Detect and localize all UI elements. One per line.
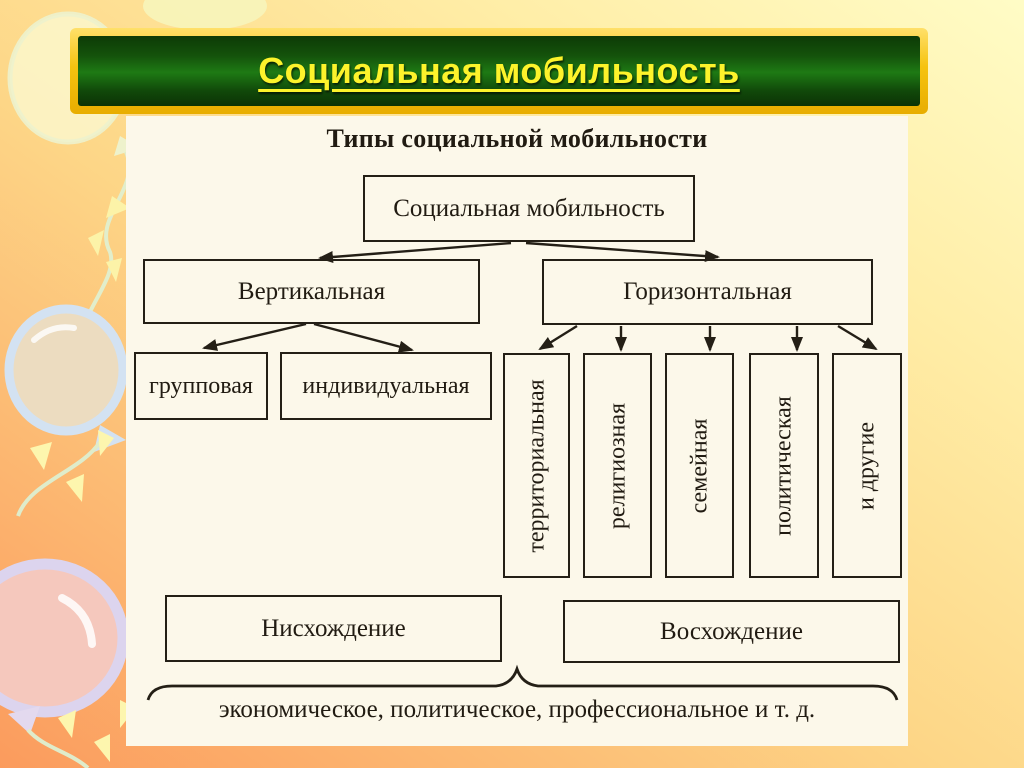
node-territorial-label: территориальная [523, 378, 549, 553]
arrow-horizontal-to-territorial [538, 324, 578, 351]
balloon-icon [0, 558, 129, 768]
node-religious-label: религиозная [604, 402, 630, 529]
node-ascending: Восхождение [563, 600, 900, 663]
curly-brace [146, 664, 899, 701]
arrow-vertical-to-group [202, 322, 307, 351]
node-political: политическая [749, 353, 819, 578]
node-horizontal: Горизонтальная [542, 259, 873, 325]
sparkle-rays-icon [88, 196, 130, 282]
balloon-icon [143, 0, 267, 30]
connector-arrows [146, 241, 899, 701]
sparkle-rays-icon [30, 430, 114, 502]
diagram-paper: Типы социальной мобильности Соци [126, 116, 908, 746]
title-banner-inner: Социальная мобильность [78, 36, 920, 106]
node-vertical: Вертикальная [143, 259, 480, 324]
arrow-horizontal-to-other [837, 324, 878, 351]
diagram-heading: Типы социальной мобильности [326, 124, 708, 153]
node-family-label: семейная [686, 418, 712, 513]
node-other: и другие [832, 353, 902, 578]
node-family: семейная [665, 353, 734, 578]
node-descending: Нисхождение [165, 595, 502, 662]
arrow-root-to-horizontal [525, 241, 720, 263]
node-territorial: территориальная [503, 353, 570, 578]
arrow-root-to-vertical [318, 241, 512, 263]
node-individual: индивидуальная [280, 352, 492, 420]
node-religious: религиозная [583, 353, 652, 578]
node-political-label: политическая [770, 395, 797, 536]
node-social-mobility: Социальная мобильность [363, 175, 695, 242]
arrow-vertical-to-individual [313, 322, 414, 353]
footnote-text: экономическое, политическое, профессиона… [218, 696, 816, 723]
node-group: групповая [134, 352, 268, 420]
title-banner: Социальная мобильность [70, 28, 928, 114]
slide-title: Социальная мобильность [258, 50, 740, 91]
node-other-label: и другие [853, 421, 880, 510]
balloon-icon [4, 304, 128, 517]
